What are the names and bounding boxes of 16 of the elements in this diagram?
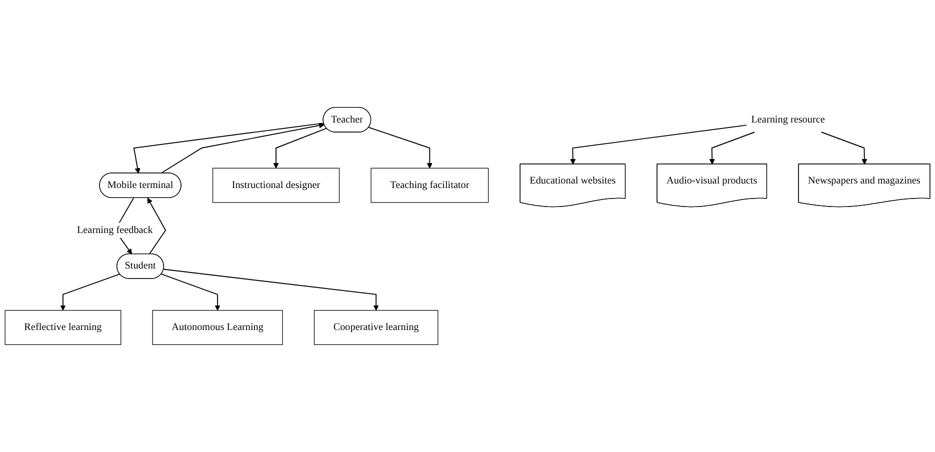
arrow	[820, 132, 868, 164]
arrow	[160, 274, 220, 311]
arrow	[273, 128, 328, 168]
node-box: Instructional designer	[212, 168, 340, 203]
arrow	[147, 198, 166, 255]
node-text: Learning resource	[751, 114, 825, 125]
node-box: Reflective learning	[4, 310, 122, 345]
arrow	[163, 268, 379, 311]
node-box: Cooperative learning	[314, 310, 438, 345]
arrow	[368, 126, 432, 168]
edge-label: Learning feedback	[76, 224, 153, 236]
arrow	[709, 132, 756, 164]
arrow	[570, 124, 747, 164]
arrow	[60, 274, 120, 311]
node-box: Autonomous Learning	[152, 310, 283, 345]
node-box: Teaching facilitator	[370, 168, 489, 203]
